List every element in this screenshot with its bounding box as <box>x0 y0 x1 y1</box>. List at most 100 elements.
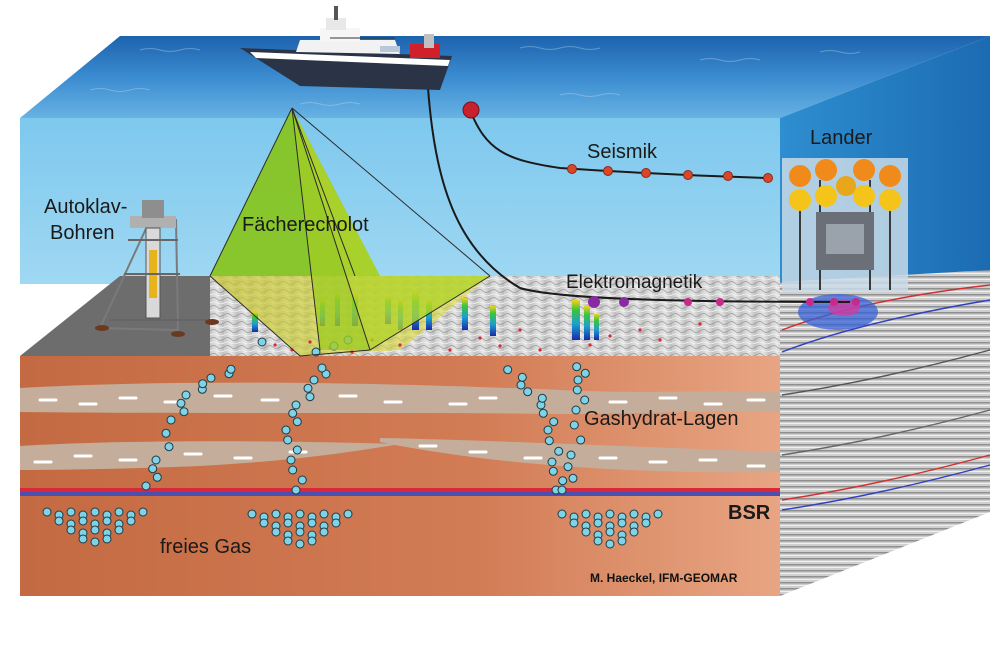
gas-bubble <box>283 435 293 445</box>
gas-bubble <box>605 539 615 549</box>
gas-bubble <box>641 518 651 528</box>
hydrate-layer-right <box>380 438 780 473</box>
gas-bubble <box>569 420 579 430</box>
gas-bubble <box>138 507 148 517</box>
gas-bubble <box>126 516 136 526</box>
gas-bubble <box>557 509 567 519</box>
research-vessel <box>240 6 452 90</box>
seismik-source-buoy <box>462 101 480 119</box>
gas-bubble <box>78 534 88 544</box>
gas-bubble <box>331 518 341 528</box>
gas-bubble <box>295 527 305 537</box>
gas-bubble <box>617 536 627 546</box>
gas-bubble <box>572 385 582 395</box>
gas-bubble <box>271 509 281 519</box>
gas-bubble <box>309 375 319 385</box>
gas-bubble <box>548 466 558 476</box>
gas-bubble <box>516 380 526 390</box>
image-credit: M. Haeckel, IFM-GEOMAR <box>590 571 738 585</box>
gas-bubble <box>566 450 576 460</box>
gas-bubble <box>629 509 639 519</box>
gas-bubble <box>226 364 236 374</box>
gas-bubble <box>151 455 161 465</box>
gas-bubble <box>572 362 582 372</box>
hydrate-dashes <box>33 394 766 468</box>
gas-bubble <box>573 375 583 385</box>
gas-bubble <box>307 536 317 546</box>
gas-bubble <box>563 462 573 472</box>
gas-bubble <box>544 436 554 446</box>
em-receivers <box>588 296 860 308</box>
gas-bubble <box>605 527 615 537</box>
gas-bubble <box>114 525 124 535</box>
seabed-left <box>20 276 210 356</box>
seismic-profile-side <box>780 270 990 596</box>
seismik-nodes <box>567 164 773 183</box>
gas-bubble <box>617 518 627 528</box>
gas-bubble <box>295 509 305 519</box>
gas-bubble <box>54 516 64 526</box>
gas-bubble <box>78 516 88 526</box>
gas-bubble <box>653 509 663 519</box>
gas-bubble <box>307 518 317 528</box>
em-cable <box>427 87 851 303</box>
gas-bubble <box>523 387 533 397</box>
gas-bubble <box>286 455 296 465</box>
label-freies-gas: freies Gas <box>160 536 252 558</box>
gas-bubble <box>179 407 189 417</box>
gas-bubbles <box>42 335 663 549</box>
gas-bubble <box>580 395 590 405</box>
gas-bubble <box>102 534 112 544</box>
label-seismik: Seismik <box>587 141 658 163</box>
gas-bubble <box>319 527 329 537</box>
gas-bubble <box>281 425 291 435</box>
gas-bubble <box>343 509 353 519</box>
gas-bubble <box>90 507 100 517</box>
gas-bubble <box>571 405 581 415</box>
water-column <box>20 118 780 284</box>
gas-bubble <box>257 337 267 347</box>
gas-bubble <box>66 525 76 535</box>
label-autoklav-line2: Bohren <box>50 222 115 244</box>
gas-bubble <box>547 457 557 467</box>
gas-bubble <box>161 428 171 438</box>
gas-bubble <box>580 368 590 378</box>
gas-bubble <box>291 400 301 410</box>
gas-bubble <box>317 363 327 373</box>
gas-bubble <box>629 527 639 537</box>
gas-bubble <box>568 473 578 483</box>
gas-bubble <box>247 509 257 519</box>
gas-bubble <box>581 527 591 537</box>
gas-bubble <box>549 417 559 427</box>
label-gashydrat-lagen: Gashydrat-Lagen <box>584 408 739 430</box>
gas-bubble <box>283 518 293 528</box>
gas-bubble <box>297 475 307 485</box>
wave-texture <box>89 46 861 106</box>
gas-bubble <box>537 393 547 403</box>
gas-bubble <box>114 507 124 517</box>
gas-bubble <box>295 539 305 549</box>
label-faecherecholot: Fächerecholot <box>242 214 369 236</box>
gas-bubble <box>558 476 568 486</box>
gas-bubble <box>593 518 603 528</box>
gas-bubble <box>576 435 586 445</box>
gas-bubble <box>90 525 100 535</box>
gas-bubble <box>292 445 302 455</box>
lander-device <box>782 158 908 292</box>
gas-bubble <box>90 537 100 547</box>
gas-bubble <box>148 464 158 474</box>
hydrate-layer-upper <box>20 382 780 414</box>
gas-bubble <box>66 507 76 517</box>
gas-bubble <box>176 398 186 408</box>
label-elektromagnetik: Elektromagnetik <box>566 272 703 293</box>
multibeam-fan <box>209 107 491 357</box>
gas-bubble <box>569 518 579 528</box>
label-autoklav-line1: Autoklav- <box>44 196 128 218</box>
gas-bubble <box>292 417 302 427</box>
gas-bubble <box>141 481 151 491</box>
gas-bubble <box>271 527 281 537</box>
gas-bubble <box>164 442 174 452</box>
gas-bubble <box>259 518 269 528</box>
gas-bubble <box>503 365 513 375</box>
